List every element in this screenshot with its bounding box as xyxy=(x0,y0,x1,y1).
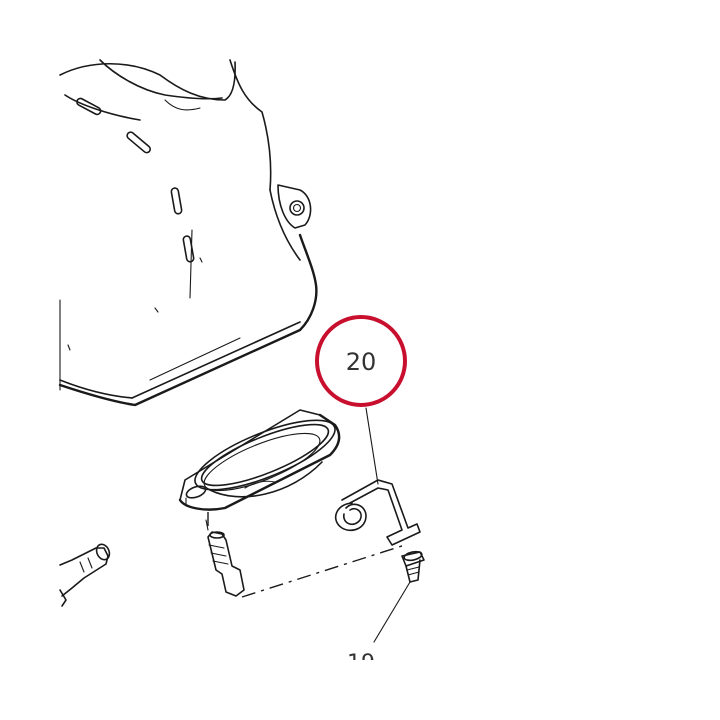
leader-line-20 xyxy=(365,407,379,485)
callout-label-20[interactable]: 20 xyxy=(346,348,377,376)
wire-clip xyxy=(334,479,421,546)
highlight-circle[interactable] xyxy=(315,315,407,407)
housing-body xyxy=(58,59,318,407)
leader-line-19 xyxy=(373,581,411,643)
callout-label-19: 19 xyxy=(347,651,375,676)
pipe-fitting xyxy=(59,543,111,607)
flange-plate xyxy=(178,409,341,511)
bolt xyxy=(205,519,245,597)
alignment-line xyxy=(241,544,406,598)
screw xyxy=(401,550,425,583)
